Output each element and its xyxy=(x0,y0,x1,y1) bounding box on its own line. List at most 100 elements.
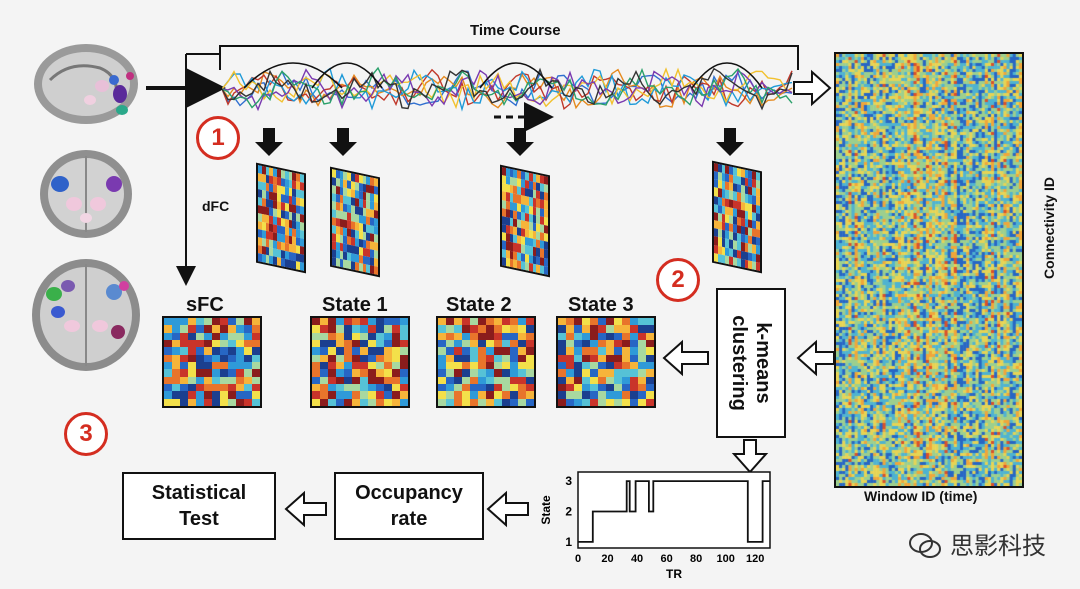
matrix-cell xyxy=(566,325,574,333)
matrix-cell xyxy=(196,398,204,406)
matrix-cell xyxy=(478,398,486,406)
matrix-cell xyxy=(510,354,518,362)
matrix-cell xyxy=(438,398,446,406)
state-1-label: State 1 xyxy=(322,294,388,316)
matrix-cell xyxy=(622,383,630,392)
matrix-cell xyxy=(446,325,454,333)
matrix-cell xyxy=(172,325,180,333)
matrix-cell xyxy=(384,332,392,340)
matrix-cell xyxy=(582,369,590,377)
matrix-cell xyxy=(180,361,188,370)
matrix-cell xyxy=(392,318,400,326)
matrix-cell xyxy=(344,332,352,340)
matrix-cell xyxy=(462,354,470,362)
matrix-cell xyxy=(228,325,236,333)
matrix-cell xyxy=(312,318,320,326)
matrix-cell xyxy=(574,332,582,340)
matrix-cell xyxy=(188,347,196,355)
kmeans-line-1: k-means xyxy=(752,322,774,404)
matrix-cell xyxy=(478,325,486,333)
x-tick-label: 20 xyxy=(601,553,613,565)
x-tick-label: 40 xyxy=(631,553,643,565)
matrix-cell xyxy=(212,339,220,348)
matrix-cell xyxy=(196,318,204,326)
matrix-cell xyxy=(196,325,204,333)
matrix-cell xyxy=(376,339,384,348)
matrix-cell xyxy=(566,361,574,370)
state-2-matrix xyxy=(436,316,536,408)
matrix-cell xyxy=(400,339,408,348)
matrix-cell xyxy=(236,391,244,399)
matrix-cell xyxy=(196,361,204,370)
matrix-cell xyxy=(526,398,534,406)
brain-sagittal-image xyxy=(34,44,138,124)
y-tick-label: 2 xyxy=(565,505,572,519)
matrix-cell xyxy=(252,347,260,355)
matrix-cell xyxy=(244,339,252,348)
matrix-cell xyxy=(590,376,598,384)
matrix-cell xyxy=(598,398,606,406)
matrix-cell xyxy=(360,325,368,333)
matrix-cell xyxy=(252,369,260,377)
matrix-cell xyxy=(486,332,494,340)
matrix-cell xyxy=(606,376,614,384)
matrix-cell xyxy=(438,391,446,399)
matrix-cell xyxy=(374,266,378,275)
matrix-cell xyxy=(228,339,236,348)
matrix-cell xyxy=(494,318,502,326)
matrix-cell xyxy=(228,398,236,406)
matrix-cell xyxy=(312,391,320,399)
matrix-cell xyxy=(368,354,376,362)
matrix-cell xyxy=(526,383,534,392)
matrix-cell xyxy=(220,325,228,333)
matrix-cell xyxy=(614,369,622,377)
matrix-cell xyxy=(320,347,328,355)
x-tick-label: 120 xyxy=(746,553,764,565)
matrix-cell xyxy=(574,354,582,362)
matrix-cell xyxy=(454,383,462,392)
matrix-cell xyxy=(646,398,654,406)
matrix-cell xyxy=(180,383,188,392)
matrix-cell xyxy=(494,332,502,340)
matrix-cell xyxy=(220,391,228,399)
matrix-cell xyxy=(630,376,638,384)
dfc-label: dFC xyxy=(202,198,230,214)
matrix-cell xyxy=(646,361,654,370)
matrix-cell xyxy=(172,376,180,384)
matrix-cell xyxy=(392,354,400,362)
matrix-cell xyxy=(518,339,526,348)
matrix-cell xyxy=(328,369,336,377)
matrix-cell xyxy=(638,376,646,384)
matrix-cell xyxy=(320,339,328,348)
matrix-cell xyxy=(574,361,582,370)
matrix-cell xyxy=(236,339,244,348)
sliding-window-arc xyxy=(311,62,383,89)
matrix-cell xyxy=(598,376,606,384)
matrix-cell xyxy=(614,339,622,348)
matrix-cell xyxy=(518,354,526,362)
matrix-cell xyxy=(360,391,368,399)
matrix-cell xyxy=(220,332,228,340)
matrix-cell xyxy=(622,347,630,355)
matrix-cell xyxy=(360,383,368,392)
matrix-cell xyxy=(478,332,486,340)
matrix-cell xyxy=(470,347,478,355)
matrix-cell xyxy=(638,369,646,377)
matrix-cell xyxy=(384,318,392,326)
matrix-cell xyxy=(566,369,574,377)
matrix-cell xyxy=(392,376,400,384)
matrix-cell xyxy=(486,347,494,355)
x-tick-label: 0 xyxy=(575,553,581,565)
matrix-cell xyxy=(196,376,204,384)
step-3-marker: 3 xyxy=(64,412,108,456)
matrix-cell xyxy=(236,354,244,362)
matrix-cell xyxy=(204,361,212,370)
matrix-cell xyxy=(228,391,236,399)
matrix-cell xyxy=(328,318,336,326)
matrix-cell xyxy=(180,325,188,333)
matrix-cell xyxy=(526,354,534,362)
matrix-cell xyxy=(384,361,392,370)
matrix-cell xyxy=(328,361,336,370)
matrix-cell xyxy=(236,361,244,370)
matrix-cell xyxy=(212,354,220,362)
